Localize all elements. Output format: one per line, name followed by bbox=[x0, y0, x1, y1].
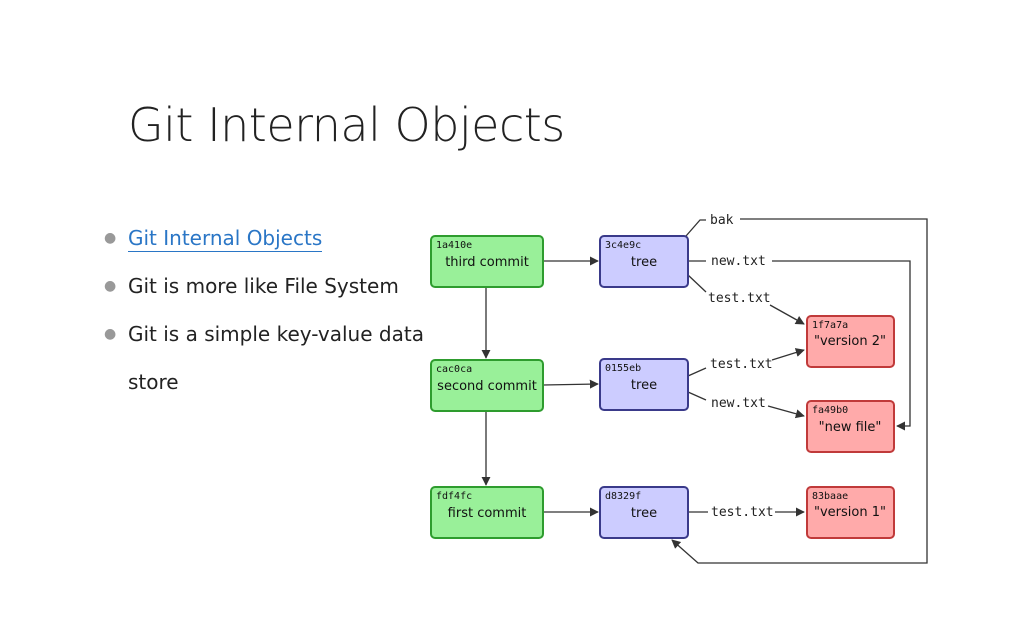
slide-title: Git Internal Objects bbox=[128, 98, 565, 152]
edge-bak bbox=[671, 218, 928, 564]
node-hash: 83baae bbox=[812, 491, 848, 502]
node-label: second commit bbox=[437, 379, 537, 394]
bullet-item: ● Git Internal Objects bbox=[104, 214, 424, 262]
bullet-text: Git is a simple key-value data store bbox=[128, 322, 424, 394]
bullet-list: ● Git Internal Objects ● Git is more lik… bbox=[104, 214, 424, 406]
connectors bbox=[481, 218, 928, 564]
node-hash: 1a410e bbox=[436, 240, 472, 251]
node-hash: 0155eb bbox=[605, 363, 641, 374]
node-label: "new file" bbox=[819, 420, 882, 435]
node-hash: 3c4e9c bbox=[605, 240, 641, 251]
edge-bak bbox=[685, 219, 706, 237]
bullet-item: ● Git is more like File System bbox=[104, 262, 424, 310]
edge-commit-tree bbox=[542, 379, 599, 389]
edge-new-txt-top bbox=[772, 260, 911, 431]
node-label: "version 2" bbox=[814, 334, 886, 349]
edge-label-bak: bak bbox=[710, 213, 734, 228]
bullet-text: Git is more like File System bbox=[128, 274, 399, 298]
bullet-dot-icon: ● bbox=[104, 278, 117, 294]
node-label: "version 1" bbox=[814, 505, 886, 520]
node-hash: d8329f bbox=[605, 491, 641, 502]
edge-test-txt-mid bbox=[771, 348, 805, 361]
edge-label-test-txt: test.txt bbox=[710, 357, 773, 372]
blob-node: 83baae "version 1" bbox=[806, 486, 895, 539]
node-label: first commit bbox=[448, 506, 527, 521]
commit-node: 1a410e third commit bbox=[430, 235, 544, 288]
git-internal-objects-link[interactable]: Git Internal Objects bbox=[128, 226, 323, 252]
node-hash: fdf4fc bbox=[436, 491, 472, 502]
edge-new-txt-mid bbox=[767, 405, 805, 419]
edge-test-txt-top bbox=[687, 274, 707, 293]
tree-node: 0155eb tree bbox=[599, 358, 689, 411]
tree-node: d8329f tree bbox=[599, 486, 689, 539]
blob-node: fa49b0 "new file" bbox=[806, 400, 895, 453]
commit-node: fdf4fc first commit bbox=[430, 486, 544, 539]
edge-new-txt-mid bbox=[687, 391, 707, 401]
node-label: third commit bbox=[445, 255, 529, 270]
bullet-dot-icon: ● bbox=[104, 230, 117, 246]
edge-label-new-txt: new.txt bbox=[711, 254, 766, 269]
node-label: tree bbox=[631, 255, 657, 270]
node-label: tree bbox=[631, 378, 657, 393]
bullet-item: ● Git is a simple key-value data store bbox=[104, 310, 424, 406]
node-hash: fa49b0 bbox=[812, 405, 848, 416]
node-hash: 1f7a7a bbox=[812, 320, 848, 331]
bullet-dot-icon: ● bbox=[104, 326, 117, 342]
edge-test-txt-top bbox=[769, 304, 805, 325]
edge-label-test-txt: test.txt bbox=[708, 291, 771, 306]
edge-test-txt-mid bbox=[687, 367, 707, 377]
node-hash: cac0ca bbox=[436, 364, 472, 375]
blob-node: 1f7a7a "version 2" bbox=[806, 315, 895, 368]
commit-node: cac0ca second commit bbox=[430, 359, 544, 412]
node-label: tree bbox=[631, 506, 657, 521]
edge-label-new-txt: new.txt bbox=[711, 396, 766, 411]
tree-node: 3c4e9c tree bbox=[599, 235, 689, 288]
edge-label-test-txt: test.txt bbox=[711, 505, 774, 520]
